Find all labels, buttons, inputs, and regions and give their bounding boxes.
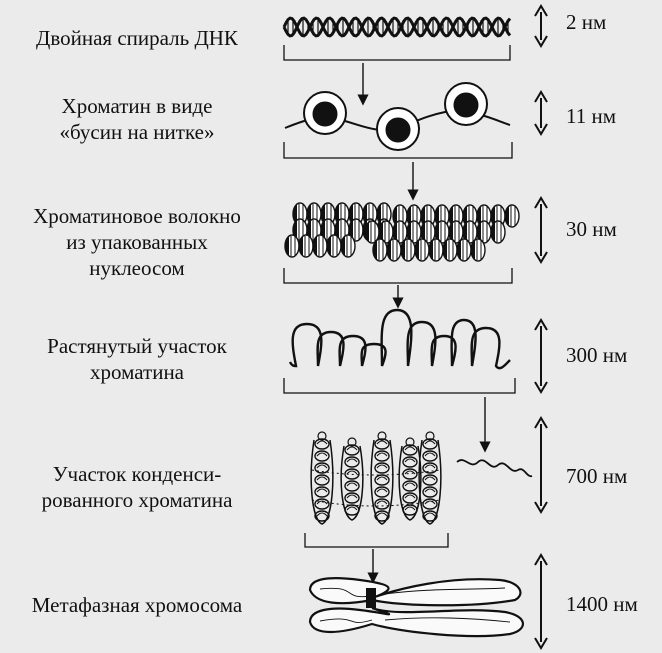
label-extended-chromatin: Растянутый участок хроматина: [2, 333, 272, 385]
label-condensed-chromatin: Участок конденси- рованного хроматина: [2, 461, 272, 513]
centromere-marker: [366, 588, 376, 608]
bracket-4: [283, 378, 516, 394]
size-label-300nm: 300 нм: [566, 343, 628, 367]
label-line: Двойная спираль ДНК: [36, 26, 238, 50]
label-line: рованного хроматина: [41, 488, 233, 512]
size-label-11nm: 11 нм: [566, 104, 616, 128]
bracket-1: [283, 45, 511, 61]
size-label-700nm: 700 нм: [566, 464, 628, 488]
label-line: «бусин на нитке»: [59, 120, 215, 144]
label-line: Участок конденси-: [52, 462, 222, 486]
size-label-1400nm: 1400 нм: [566, 592, 638, 616]
label-dna-double-helix: Двойная спираль ДНК: [2, 25, 272, 51]
bracket-5: [304, 533, 449, 548]
label-line: Растянутый участок: [47, 334, 227, 358]
label-line: Метафазная хромосома: [31, 593, 243, 617]
size-label-30nm: 30 нм: [566, 217, 617, 241]
bracket-2: [283, 142, 513, 159]
metaphase-chromosome-drawing: [308, 577, 524, 638]
extended-chromatin-loops-drawing: [283, 308, 516, 394]
beads-on-string-drawing: [283, 82, 513, 159]
size-label-2nm: 2 нм: [566, 10, 607, 34]
nucleosome-bead-1: [303, 91, 347, 135]
label-chromatin-fiber: Хроматиновое волокно из упакованных нукл…: [2, 203, 272, 281]
bracket-3: [283, 268, 513, 284]
label-beads-on-string: Хроматин в виде «бусин на нитке»: [2, 93, 272, 145]
label-line: нуклеосом: [89, 256, 185, 280]
label-line: Хроматиновое волокно: [33, 204, 241, 228]
nucleosome-bead-3: [444, 82, 488, 126]
label-line: Хроматин в виде: [61, 94, 213, 118]
nucleosome-bead-2: [376, 107, 420, 151]
label-metaphase-chromosome: Метафазная хромосома: [2, 592, 272, 618]
chromatin-fiber-drawing: [283, 202, 520, 284]
condensed-chromatin-drawing: [304, 431, 533, 548]
label-line: хроматина: [90, 360, 184, 384]
dna-double-helix-drawing: [282, 16, 512, 61]
label-line: из упакованных: [66, 230, 208, 254]
size-scale-arrows: [534, 4, 548, 650]
